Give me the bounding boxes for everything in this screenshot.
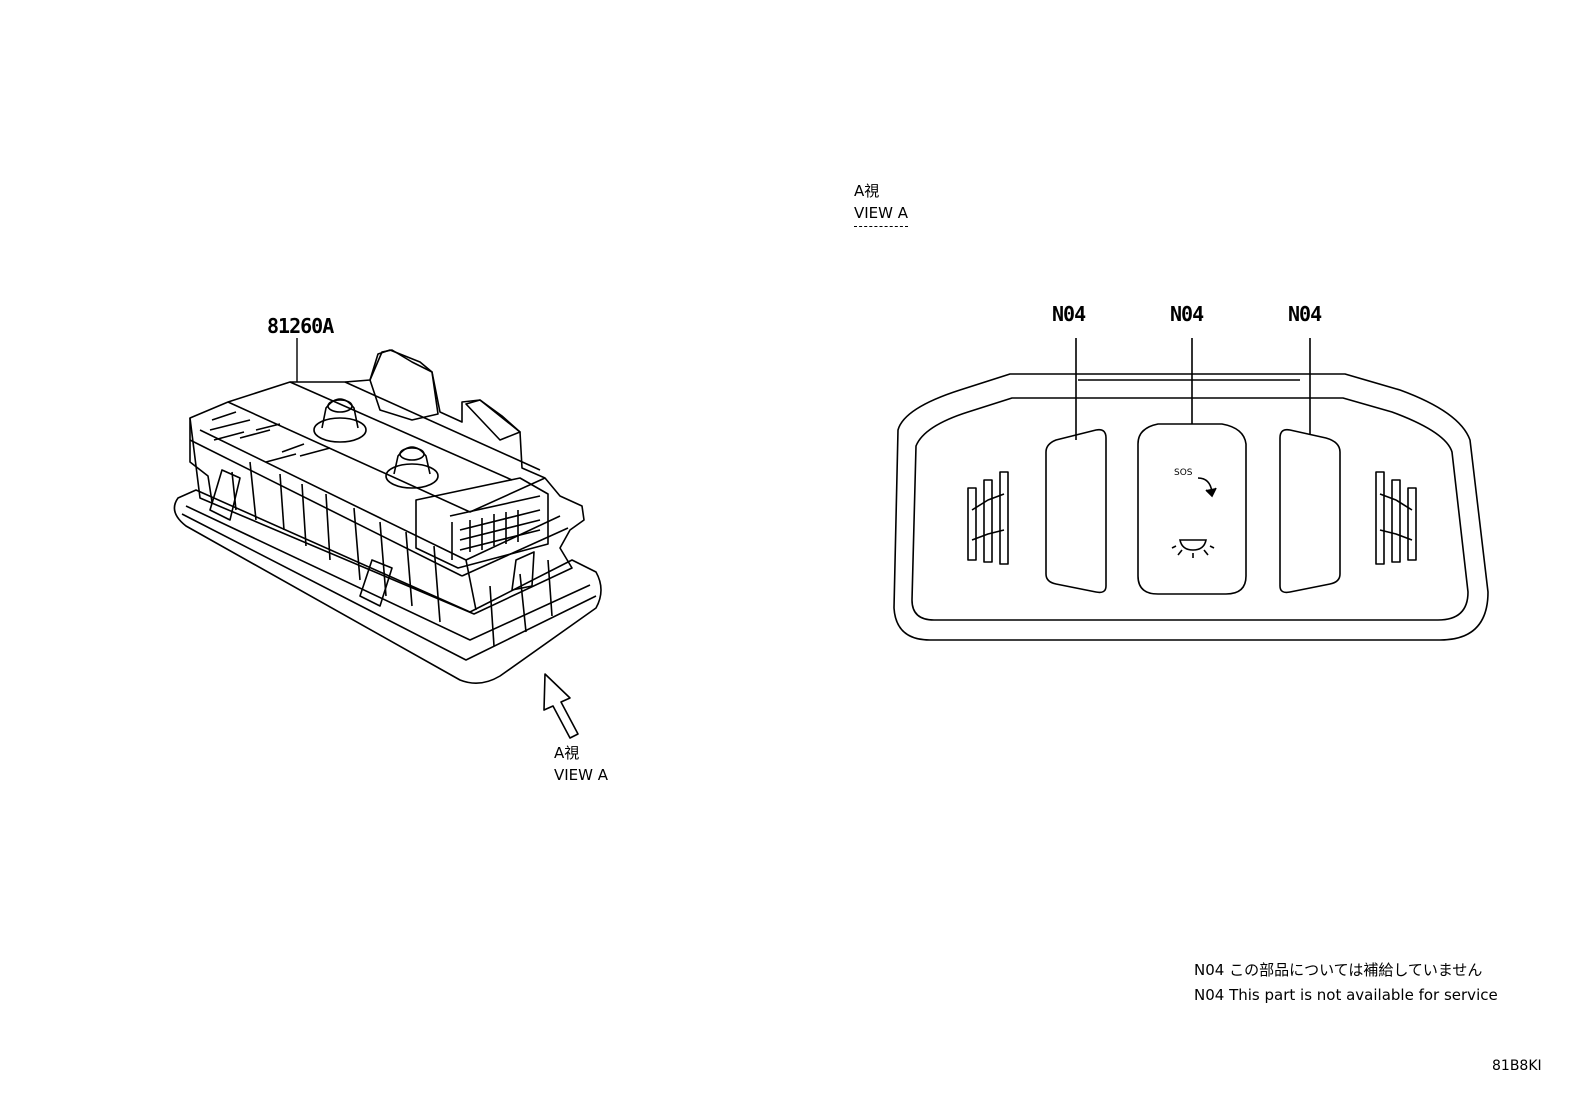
sos-call-icon bbox=[1197, 477, 1217, 498]
view-title-line2: VIEW A bbox=[854, 202, 909, 227]
view-a-bezel bbox=[893, 338, 1489, 641]
part-number-label: 81260A bbox=[267, 314, 334, 338]
view-ref-line1: A視 bbox=[554, 744, 580, 762]
view-ref-line2: VIEW A bbox=[554, 766, 609, 784]
callout-n04-right: N04 bbox=[1288, 302, 1322, 326]
service-note-jp: N04 この部品については補給していません bbox=[1194, 961, 1483, 979]
service-note-en: N04 This part is not available for servi… bbox=[1194, 986, 1498, 1004]
dome-light-icon bbox=[1171, 539, 1215, 558]
overhead-console-housing bbox=[173, 349, 602, 684]
illustration-code: 81B8KI bbox=[1492, 1058, 1542, 1074]
view-title-line1: A視 bbox=[854, 182, 880, 200]
callout-n04-center: N04 bbox=[1170, 302, 1204, 326]
view-ref-label: A視 VIEW A bbox=[554, 742, 608, 786]
service-note: N04 この部品については補給していません N04 This part is n… bbox=[1194, 958, 1498, 1008]
sos-label: SOS bbox=[1174, 468, 1193, 478]
view-title: A視 VIEW A bbox=[854, 180, 909, 227]
view-a-arrow bbox=[543, 673, 579, 739]
callout-n04-left: N04 bbox=[1052, 302, 1086, 326]
